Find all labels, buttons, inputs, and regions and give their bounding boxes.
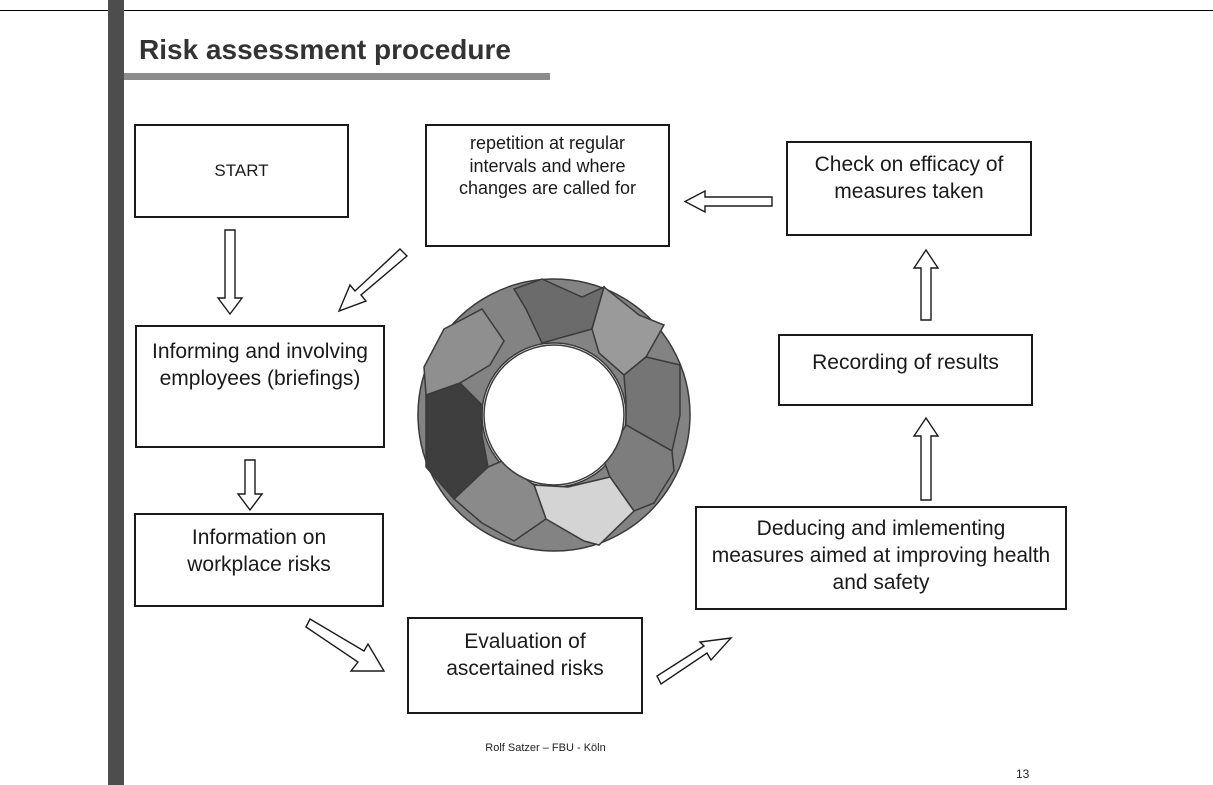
page-number: 13 <box>1016 767 1030 781</box>
evaluation-label: Evaluation of ascertained risks <box>446 630 604 680</box>
arrow-diag-information <box>305 618 386 672</box>
title-underline <box>124 73 550 80</box>
arrow-left-check <box>683 189 773 214</box>
informing-label: Informing and involving employees (brief… <box>152 340 368 390</box>
arrow-up-recording <box>912 248 940 321</box>
recording-results-label: Recording of results <box>812 351 999 374</box>
slide-title: Risk assessment procedure <box>139 34 511 65</box>
repetition-label: repetition at regular intervals and wher… <box>458 133 637 198</box>
information-risks-label: Information on workplace risks <box>187 526 331 576</box>
start-box: START <box>134 124 349 218</box>
deducing-box: Deducing and imlementing measures aimed … <box>695 506 1067 610</box>
deducing-label: Deducing and imlementing measures aimed … <box>711 517 1051 594</box>
informing-box: Informing and involving employees (brief… <box>135 325 385 448</box>
top-frame-line <box>0 10 1213 11</box>
recording-results-box: Recording of results <box>778 334 1033 406</box>
repetition-box: repetition at regular intervals and wher… <box>425 124 670 247</box>
footer-credit: Rolf Satzer – FBU - Köln <box>0 742 1213 754</box>
arrow-down-informing <box>236 459 264 512</box>
evaluation-box: Evaluation of ascertained risks <box>407 617 643 714</box>
left-accent-bar <box>108 0 124 785</box>
arrow-diag-evaluation <box>656 637 733 686</box>
cycle-graphic <box>417 278 691 552</box>
arrow-diag-repetition <box>337 248 409 313</box>
arrow-up-deducing <box>912 416 940 501</box>
check-efficacy-box: Check on efficacy of measures taken <box>786 141 1032 236</box>
information-risks-box: Information on workplace risks <box>134 513 384 607</box>
check-efficacy-label: Check on efficacy of measures taken <box>814 153 1004 203</box>
start-label: START <box>214 160 269 180</box>
footer-text: Rolf Satzer – FBU - Köln <box>485 742 606 754</box>
arrow-down-start <box>216 229 244 316</box>
